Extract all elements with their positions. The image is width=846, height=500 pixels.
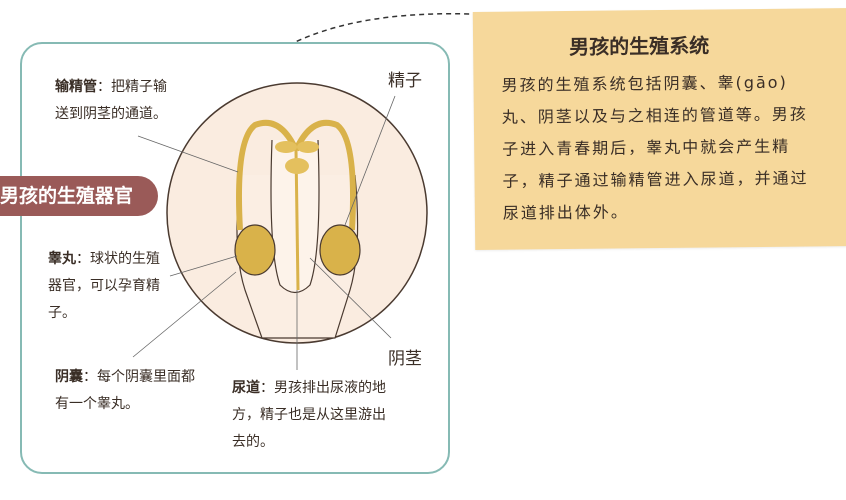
label-testis: 睾丸：球状的生殖器官，可以孕育精子。	[48, 246, 166, 327]
label-urethra: 尿道：男孩排出尿液的地方，精子也是从这里游出去的。	[232, 375, 392, 456]
label-vas-deferens: 输精管：把精子输送到阴茎的通道。	[55, 74, 173, 128]
label-term: 输精管	[55, 79, 97, 95]
section-label: 男孩的生殖器官	[0, 176, 158, 216]
label-term: 阴囊	[55, 369, 83, 385]
label-desc: ：把精子输送到阴茎的通道。	[55, 79, 167, 122]
label-scrotum: 阴囊：每个阴囊里面都有一个睾丸。	[55, 364, 205, 418]
info-body: 男孩的生殖系统包括阴囊、睾(gāo)丸、阴茎以及与之相连的管道等。男孩子进入青春…	[501, 72, 809, 223]
label-term: 尿道	[232, 380, 260, 396]
label-penis: 阴茎	[388, 349, 422, 369]
label-desc: ：每个阴囊里面都有一个睾丸。	[55, 369, 195, 412]
info-title: 男孩的生殖系统	[569, 33, 710, 59]
label-sperm: 精子	[388, 71, 422, 91]
label-term: 睾丸	[48, 251, 76, 267]
label-desc: ：球状的生殖器官，可以孕育精子。	[48, 251, 160, 321]
info-note: 男孩的生殖系统 男孩的生殖系统包括阴囊、睾(gāo)丸、阴茎以及与之相连的管道等…	[472, 8, 846, 250]
label-desc: ：男孩排出尿液的地方，精子也是从这里游出去的。	[232, 380, 386, 450]
